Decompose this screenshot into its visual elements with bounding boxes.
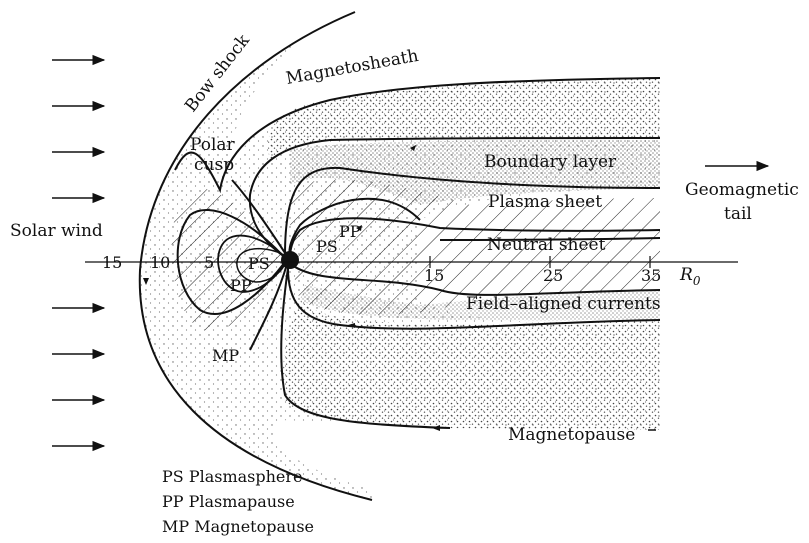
ps-inner-label: PS (248, 254, 270, 273)
neutral-sheet-label: Neutral sheet (487, 235, 606, 255)
legend-item-ps: PS Plasmasphere (162, 467, 303, 486)
field-aligned-currents-label: Field–aligned currents (466, 294, 661, 314)
legend-item-mp: MP Magnetopause (162, 517, 314, 536)
boundary-layer-label: Boundary layer (484, 152, 617, 172)
polar-cusp-label-1: Polar (190, 135, 236, 155)
axis-tick-label: 15 (102, 253, 122, 272)
geomagnetic-tail-label-1: Geomagnetic (685, 180, 799, 200)
earth (281, 251, 299, 269)
magnetosheath-label: Magnetosheath (284, 46, 420, 89)
axis-tick-label: 15 (424, 266, 444, 285)
axis-tick-label: 10 (150, 253, 170, 272)
axis-tick-label: 5 (204, 253, 214, 272)
plasma-sheet-label: Plasma sheet (488, 192, 602, 212)
geomagnetic-tail-label-2: tail (724, 204, 752, 224)
axis-unit: R (679, 265, 693, 285)
axis-unit-subscript: 0 (693, 274, 701, 288)
mp-label: MP (212, 346, 239, 365)
legend-item-pp: PP Plasmapause (162, 492, 295, 511)
solar-wind-label: Solar wind (10, 221, 103, 241)
axis-tick-label: 35 (641, 266, 661, 285)
magnetopause-label: Magnetopause (508, 425, 635, 445)
axis-tick-label: 25 (543, 266, 563, 285)
ps-upper-label: PS (316, 237, 338, 256)
pp-lower-label: PP (230, 276, 252, 295)
polar-cusp-label-2: cusp (194, 155, 234, 175)
pp-upper-label: PP (339, 222, 361, 241)
axis-unit-label: R0 (679, 265, 701, 288)
